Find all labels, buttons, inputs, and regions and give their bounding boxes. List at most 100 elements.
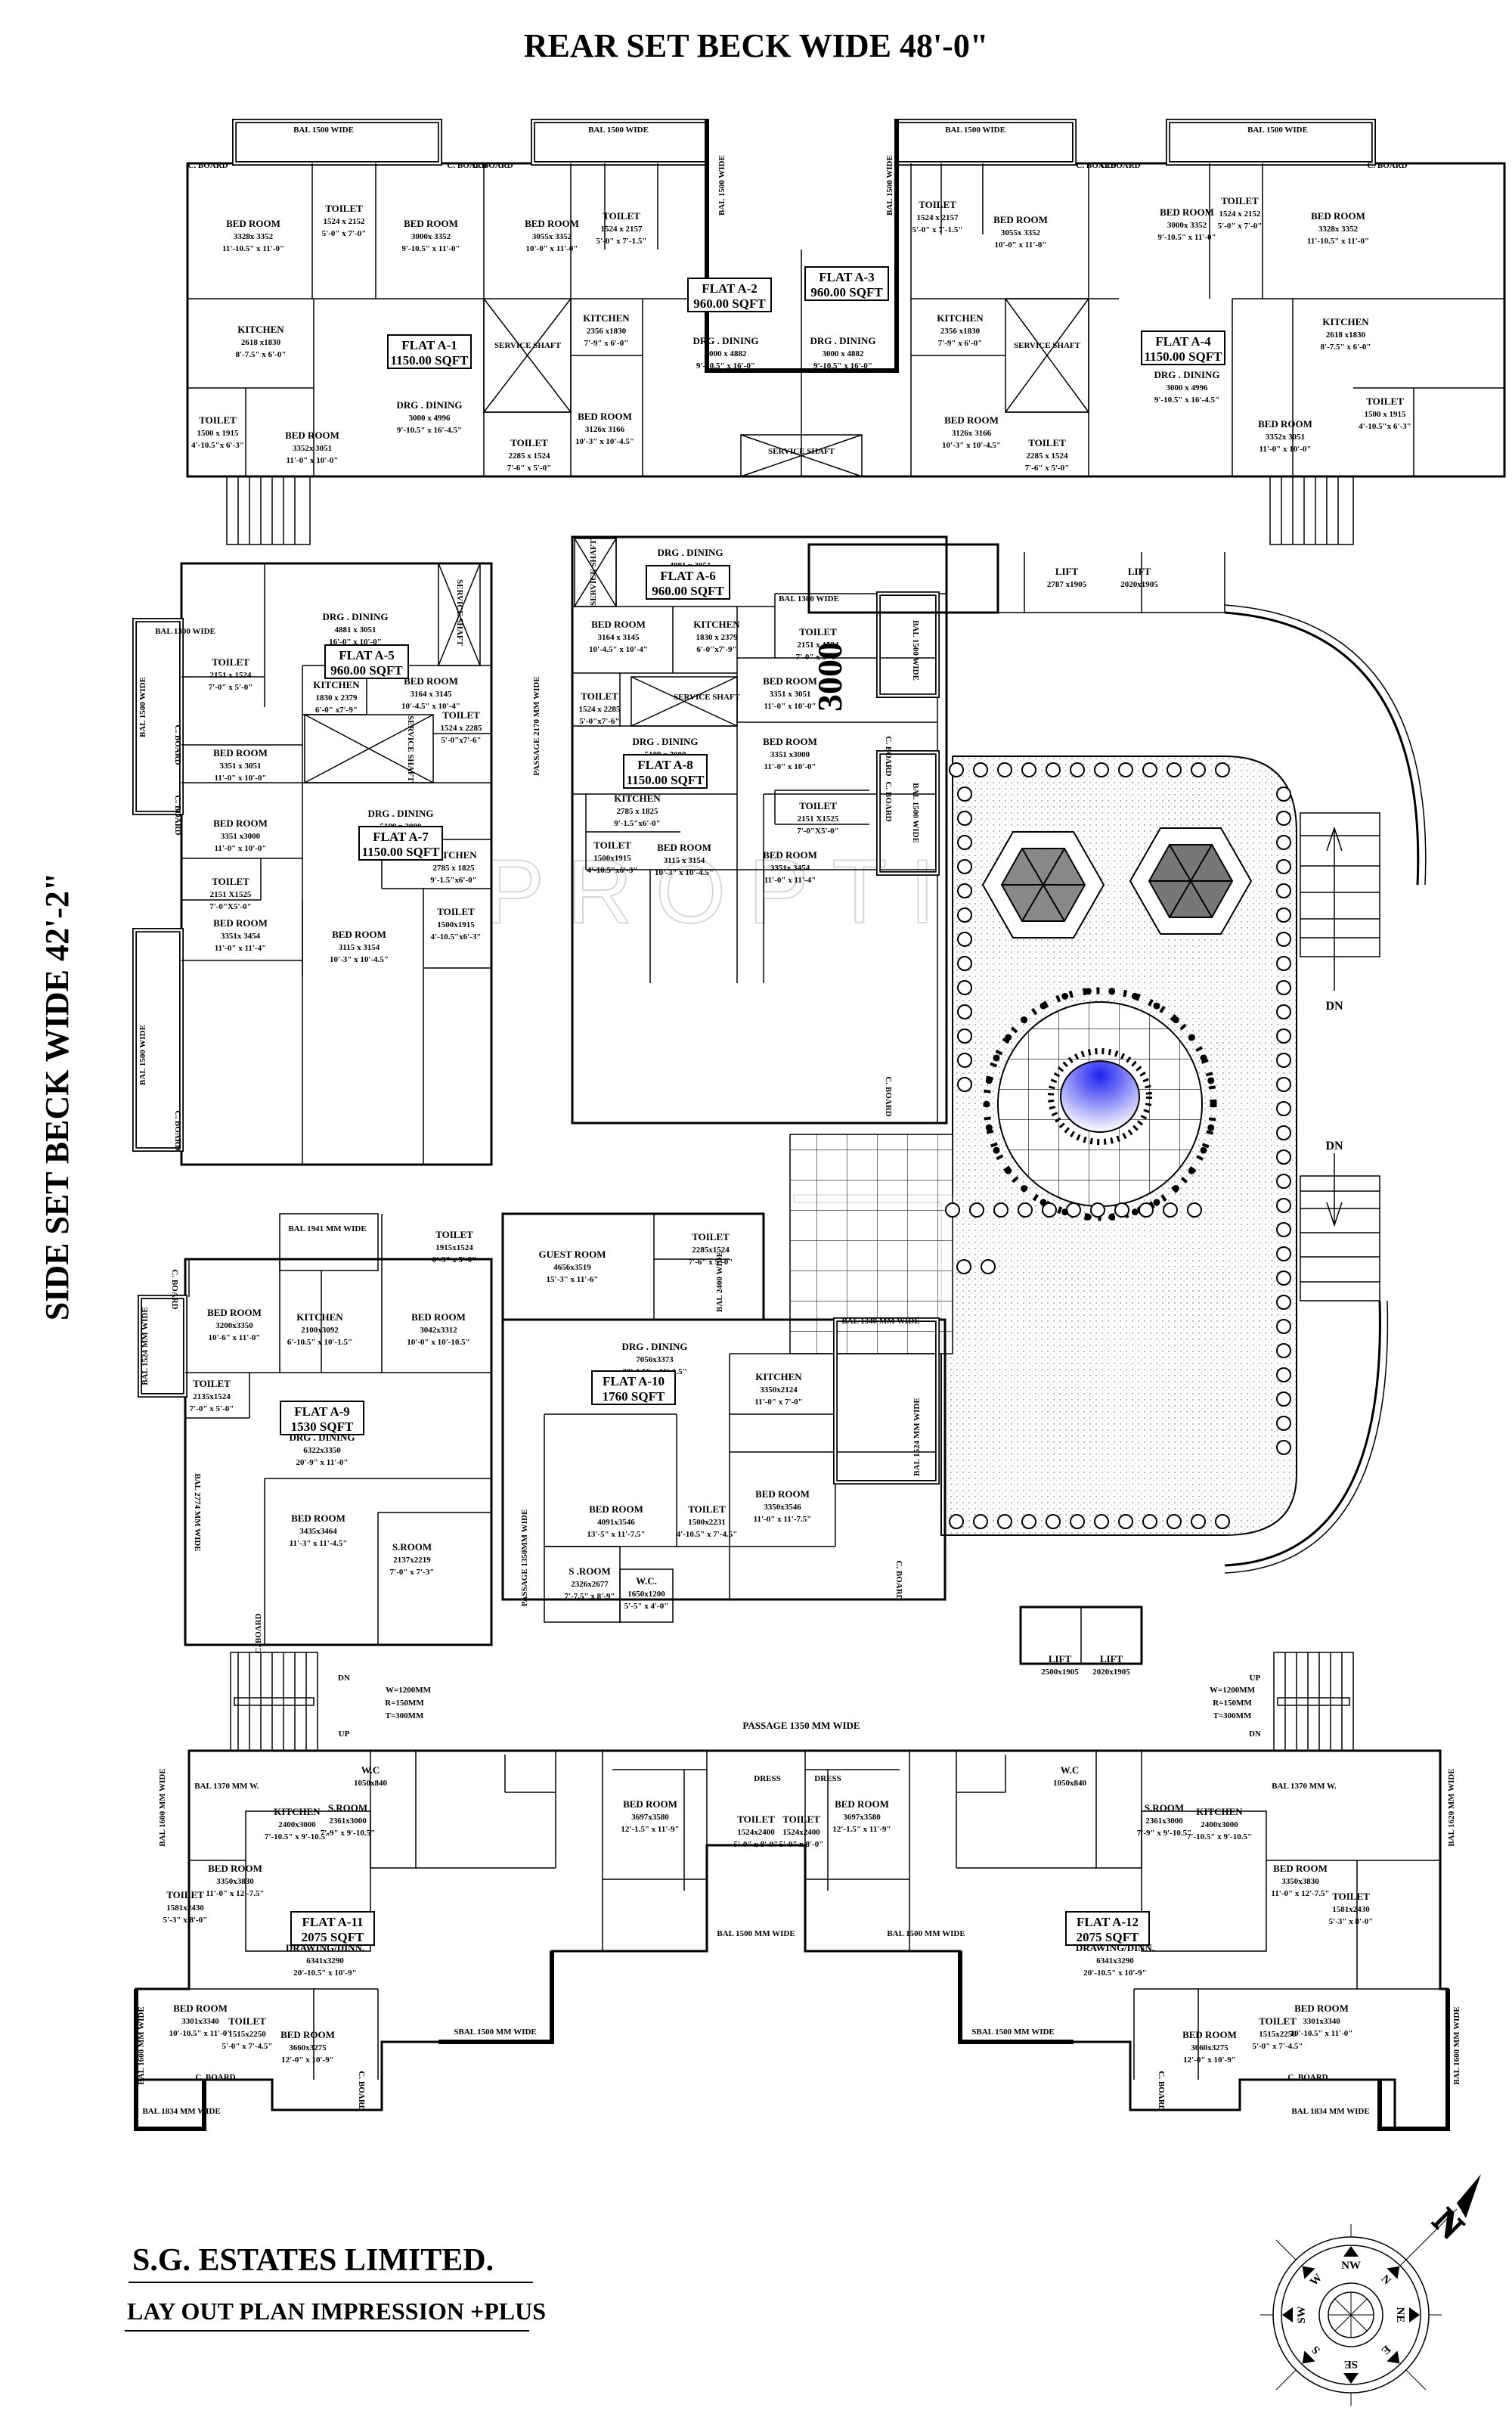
palm-icon — [1021, 1016, 1028, 1024]
room-dimension: 12'-1.5" x 11'-9" — [621, 1825, 679, 1834]
palm-icon — [1084, 1213, 1092, 1221]
bal-1500-label: BAL 1500 WIDE — [885, 155, 894, 216]
compass-point-nw: NW — [1341, 2246, 1361, 2272]
room-dimension: 6'-3" x 5'-0" — [432, 1255, 477, 1264]
swimming-pool — [1060, 1060, 1140, 1133]
room-dimension: 1524 x 2152 — [1219, 209, 1262, 219]
room-dimension: 3351 x 3051 — [770, 690, 811, 699]
flat-area: 1760 SQFT — [603, 1389, 665, 1404]
staircase-right-upper — [1300, 812, 1380, 991]
tree-icon — [957, 859, 972, 874]
room-name: TOILET — [1366, 396, 1404, 407]
bal-1500mm-label: BAL 1500 MM WIDE — [887, 1929, 965, 1938]
tree-icon — [957, 956, 972, 971]
tree-icon — [1215, 1514, 1230, 1529]
room-dimension: 2285x1524 — [692, 1246, 730, 1255]
room-dimension: 5'-0" x 7'-0" — [1218, 222, 1263, 231]
compass-point-sw: SW — [1282, 2306, 1308, 2324]
room-dimension: 11'-0" x 10'-0" — [1259, 445, 1311, 454]
palm-icon — [985, 1077, 993, 1084]
dn-label-lower: DN — [1325, 1140, 1343, 1153]
tree-icon — [997, 762, 1012, 777]
block-a9 — [138, 1213, 493, 1646]
room-dimension: 3351x 3454 — [770, 864, 810, 873]
room-dimension: 2151 x 1524 — [798, 641, 840, 650]
tree-icon — [1276, 980, 1291, 995]
room-name: BED ROOM — [755, 1488, 810, 1500]
room-name: TOILET — [799, 626, 837, 638]
room-dimension: 1830 x 2379 — [696, 633, 739, 642]
tree-icon — [945, 1202, 960, 1218]
room-dimension: 3351 x3000 — [770, 750, 810, 759]
room-dimension: 4881 x 3051 — [335, 625, 376, 634]
passage-1350-vertical-label: PASSAGE 1350MM WIDE — [520, 1509, 529, 1607]
room-dimension: 3000x 3352 — [411, 232, 451, 241]
palm-icon — [1061, 992, 1069, 1000]
room-dimension: 3697x3580 — [631, 1813, 669, 1822]
room-name: BED ROOM — [993, 214, 1048, 225]
room-dimension: 5'-0" x 7'-1.5" — [912, 225, 963, 234]
tree-icon — [1215, 762, 1230, 777]
svg-text:NW: NW — [1341, 2260, 1361, 2272]
room-dimension: 3352x 3051 — [293, 444, 332, 453]
flat-area: 1530 SQFT — [291, 1419, 354, 1434]
palm-icon — [1061, 1208, 1069, 1216]
tree-icon — [1276, 1077, 1291, 1092]
tree-icon — [1191, 762, 1206, 777]
room-name: TOILET — [199, 414, 237, 426]
room-dimension: 8'-7.5" x 6'-0" — [1321, 343, 1371, 352]
c-board-label: C. BOARD — [884, 736, 893, 776]
room-dimension: 3697x3580 — [843, 1813, 881, 1822]
room-dimension: 11'-0" x 11'-4" — [764, 876, 816, 885]
room-dimension: 1515x2250 — [1259, 2030, 1297, 2039]
room-dimension: 3000 x 4996 — [1167, 383, 1209, 392]
room-name: TOILET — [919, 199, 956, 210]
palm-icon — [1172, 1016, 1179, 1024]
room-dimension: 2500x1905 — [1041, 1668, 1079, 1677]
palm-icon — [1021, 1184, 1028, 1192]
service-shaft-label: SERVICE SHAFT — [674, 693, 741, 702]
room-name: TOILET — [212, 656, 249, 668]
tree-icon — [1066, 1202, 1081, 1218]
room-dimension: 5'-0"x7'-6" — [441, 736, 481, 745]
room-name: BED ROOM — [763, 675, 817, 687]
room-dimension: 5'-0" x 8'-0" — [779, 1840, 824, 1849]
room-dimension: 9'-1.5"x6'-0" — [430, 876, 476, 885]
room-dimension: 5'-0" x 7'-0" — [322, 229, 367, 238]
room-dimension: 3660x3275 — [1191, 2043, 1228, 2052]
room-name: BED ROOM — [578, 411, 632, 422]
room-dimension: 7'-9" x 6'-0" — [584, 339, 629, 348]
room-name: TOILET — [442, 709, 480, 721]
room-dimension: 7'-0"X5'-0" — [209, 902, 252, 911]
tree-icon — [957, 1028, 972, 1044]
bal-1620-label: BAL 1620 MM WIDE — [1447, 1768, 1456, 1846]
flat-area: 960.00 SQFT — [652, 584, 724, 598]
room-dimension: 3352x 3051 — [1266, 433, 1305, 442]
tree-icon — [1276, 859, 1291, 874]
room-dimension: 20'-10.5" x 10'-9" — [1083, 1969, 1146, 1978]
room-dimension: 7'-0" x 5'-0" — [209, 683, 253, 692]
room-name: DRG . DINING — [367, 808, 433, 819]
